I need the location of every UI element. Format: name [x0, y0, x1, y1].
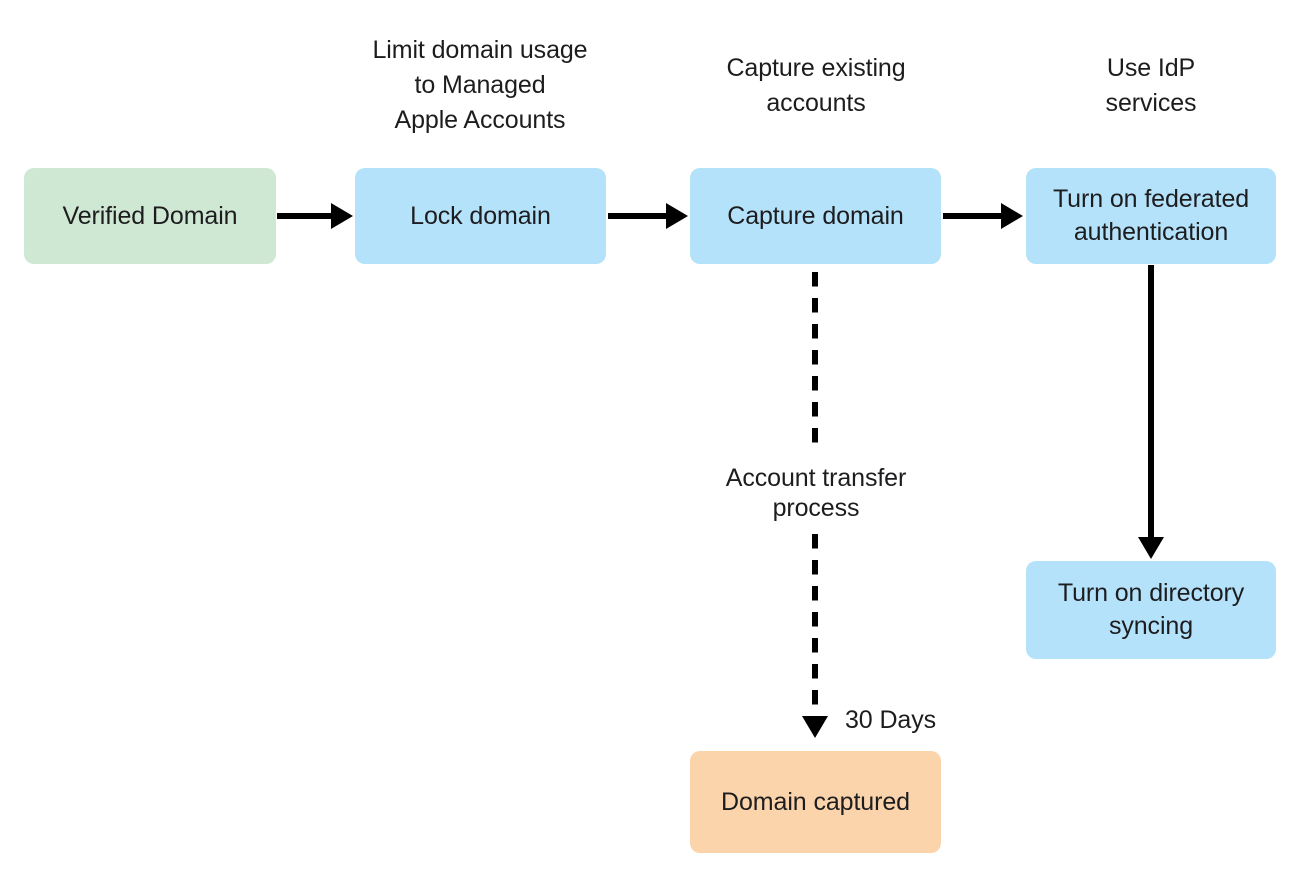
edge-verified-to-lock-line — [277, 213, 333, 219]
node-verified-domain[interactable]: Verified Domain — [24, 168, 276, 264]
caption-limit-domain-usage: Limit domain usage to Managed Apple Acco… — [372, 36, 588, 134]
edge-federated-to-directory-line — [1148, 265, 1154, 539]
edge-lock-to-capture-arrowhead — [666, 203, 688, 229]
edge-capture-to-domain-captured-lower — [812, 534, 818, 718]
caption-use-idp-services: Use IdP services — [1105, 54, 1197, 117]
edge-capture-to-domain-captured-upper — [812, 272, 818, 454]
edge-label-account-transfer-process: Account transfer process — [725, 464, 907, 522]
edge-capture-to-federated-arrowhead — [1001, 203, 1023, 229]
node-turn-on-federated-authentication[interactable]: Turn on federated authentication — [1026, 168, 1276, 264]
node-lock-domain[interactable]: Lock domain — [355, 168, 606, 264]
edge-verified-to-lock-arrowhead — [331, 203, 353, 229]
caption-capture-existing-accounts: Capture existing accounts — [726, 54, 906, 117]
edge-lock-to-capture-line — [608, 213, 668, 219]
node-capture-domain[interactable]: Capture domain — [690, 168, 941, 264]
node-turn-on-directory-syncing[interactable]: Turn on directory syncing — [1026, 561, 1276, 659]
edge-label-30-days: 30 Days — [845, 706, 937, 734]
node-domain-captured[interactable]: Domain captured — [690, 751, 941, 853]
edge-capture-to-domain-captured-arrowhead — [802, 716, 828, 738]
edge-federated-to-directory-arrowhead — [1138, 537, 1164, 559]
edge-capture-to-federated-line — [943, 213, 1003, 219]
